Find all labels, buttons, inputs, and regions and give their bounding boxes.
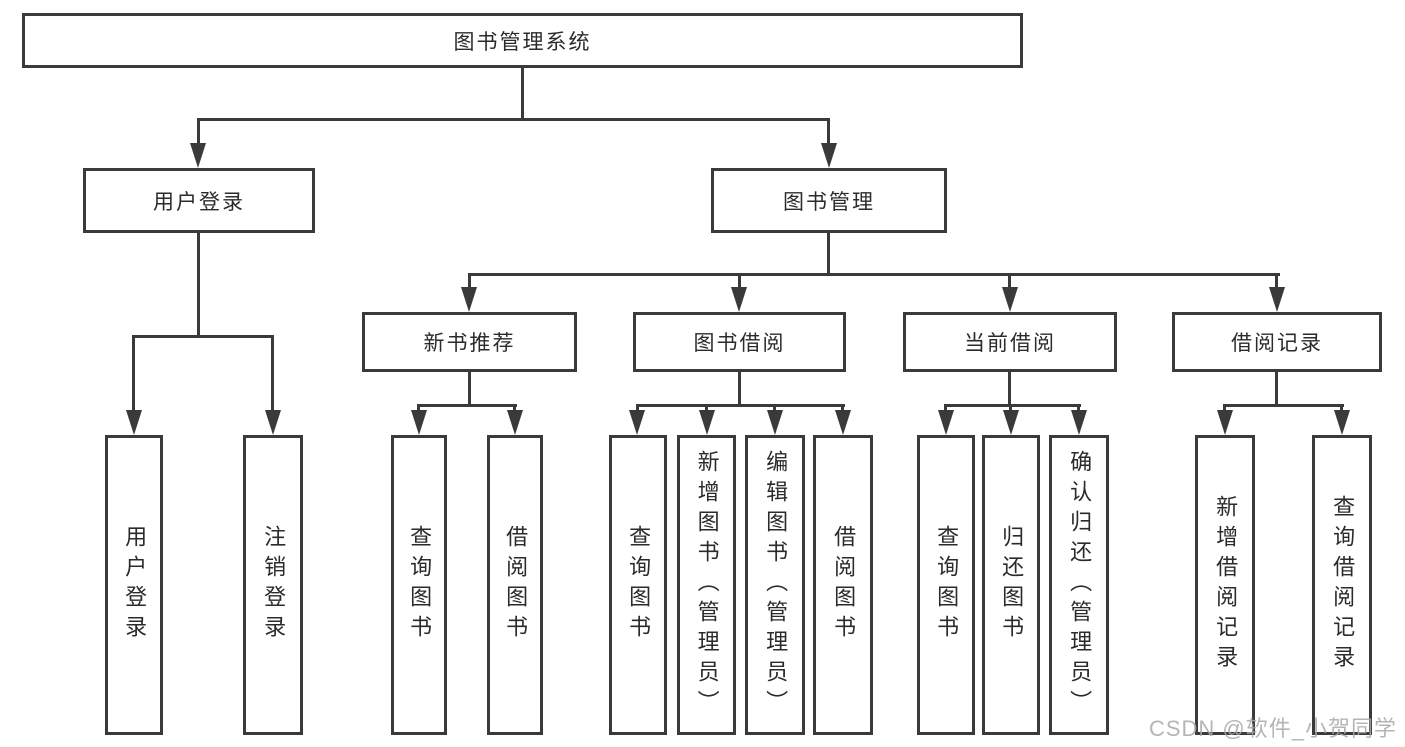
connector-vline: [1008, 273, 1011, 289]
connector-vline: [197, 118, 200, 146]
connector-hline: [132, 335, 274, 338]
arrowhead-down-icon: [1003, 410, 1019, 435]
arrowhead-down-icon: [1269, 287, 1285, 312]
node-label: 查询借阅记录: [1330, 495, 1356, 675]
watermark: CSDN @软件_小贺同学: [1148, 716, 1397, 741]
arrowhead-down-icon: [938, 410, 954, 435]
connector-vline: [738, 372, 741, 407]
node-edit-book-admin: 编辑图书（管理员）: [745, 435, 805, 735]
node-add-book-admin: 新增图书（管理员）: [677, 435, 736, 735]
node-query-books-current: 查询图书: [917, 435, 975, 735]
arrowhead-down-icon: [731, 287, 747, 312]
node-confirm-return-admin: 确认归还（管理员）: [1049, 435, 1109, 735]
connector-vline: [1077, 404, 1080, 414]
node-label: 查询图书: [934, 525, 960, 645]
connector-vline: [1223, 404, 1226, 414]
connector-vline: [132, 335, 135, 413]
connector-hline: [1223, 404, 1344, 407]
arrowhead-down-icon: [699, 410, 715, 435]
node-user-login: 用户登录: [105, 435, 163, 735]
node-add-borrow-record: 新增借阅记录: [1195, 435, 1255, 735]
connector-vline: [1275, 372, 1278, 407]
connector-hline: [417, 404, 517, 407]
connector-vline: [468, 273, 471, 289]
node-label: 编辑图书（管理员）: [763, 450, 789, 720]
connector-vline: [521, 68, 524, 120]
node-label: 借阅图书: [831, 525, 857, 645]
connector-vline: [773, 404, 776, 414]
connector-vline: [1340, 404, 1343, 414]
node-borrow-books: 借阅图书: [813, 435, 873, 735]
node-label: 新增图书（管理员）: [694, 450, 720, 720]
node-label: 借阅图书: [503, 525, 529, 645]
connector-vline: [513, 404, 516, 414]
node-return-books: 归还图书: [982, 435, 1040, 735]
connector-vline: [1008, 372, 1011, 407]
node-book-management: 图书管理: [711, 168, 947, 233]
arrowhead-down-icon: [835, 410, 851, 435]
node-label: 注销登录: [261, 525, 287, 645]
node-root: 图书管理系统: [22, 13, 1023, 68]
connector-vline: [1009, 404, 1012, 414]
connector-vline: [944, 404, 947, 414]
connector-vline: [705, 404, 708, 414]
arrowhead-down-icon: [265, 410, 281, 435]
arrowhead-down-icon: [126, 410, 142, 435]
node-logout: 注销登录: [243, 435, 303, 735]
node-new-book-recommend: 新书推荐: [362, 312, 577, 372]
arrowhead-down-icon: [190, 143, 206, 168]
arrowhead-down-icon: [1334, 410, 1350, 435]
connector-vline: [827, 233, 830, 275]
connector-vline: [636, 404, 639, 414]
node-label: 当前借阅: [964, 332, 1056, 355]
node-user-login-branch: 用户登录: [83, 168, 315, 233]
node-query-borrow-record: 查询借阅记录: [1312, 435, 1372, 735]
node-book-borrowing: 图书借阅: [633, 312, 846, 372]
connector-vline: [197, 233, 200, 337]
connector-vline: [827, 118, 830, 146]
arrowhead-down-icon: [411, 410, 427, 435]
node-borrowing-records: 借阅记录: [1172, 312, 1382, 372]
arrowhead-down-icon: [1002, 287, 1018, 312]
arrowhead-down-icon: [461, 287, 477, 312]
arrowhead-down-icon: [1217, 410, 1233, 435]
arrowhead-down-icon: [507, 410, 523, 435]
node-borrow-books-recommend: 借阅图书: [487, 435, 543, 735]
node-label: 查询图书: [407, 525, 433, 645]
connector-hline: [468, 273, 1280, 276]
node-label: 图书管理: [783, 190, 875, 214]
arrowhead-down-icon: [629, 410, 645, 435]
node-current-borrowing: 当前借阅: [903, 312, 1117, 372]
connector-hline: [636, 404, 845, 407]
node-label: 用户登录: [153, 190, 245, 214]
node-label: 图书管理系统: [453, 30, 592, 54]
connector-hline: [944, 404, 1081, 407]
node-label: 查询图书: [626, 525, 652, 645]
node-label: 确认归还（管理员）: [1067, 450, 1093, 720]
arrowhead-down-icon: [1071, 410, 1087, 435]
connector-vline: [1275, 273, 1278, 289]
connector-vline: [468, 372, 471, 407]
connector-hline: [197, 118, 830, 121]
node-query-books-recommend: 查询图书: [391, 435, 447, 735]
node-label: 借阅记录: [1231, 332, 1323, 355]
connector-vline: [271, 335, 274, 413]
node-label: 新书推荐: [423, 332, 516, 355]
node-label: 用户登录: [122, 525, 148, 645]
connector-vline: [417, 404, 420, 414]
node-label: 图书借阅: [693, 332, 786, 355]
node-query-books-borrowing: 查询图书: [609, 435, 667, 735]
connector-vline: [738, 273, 741, 289]
connector-vline: [841, 404, 844, 414]
node-label: 新增借阅记录: [1213, 495, 1239, 675]
node-label: 归还图书: [999, 525, 1025, 645]
arrowhead-down-icon: [767, 410, 783, 435]
arrowhead-down-icon: [821, 143, 837, 168]
